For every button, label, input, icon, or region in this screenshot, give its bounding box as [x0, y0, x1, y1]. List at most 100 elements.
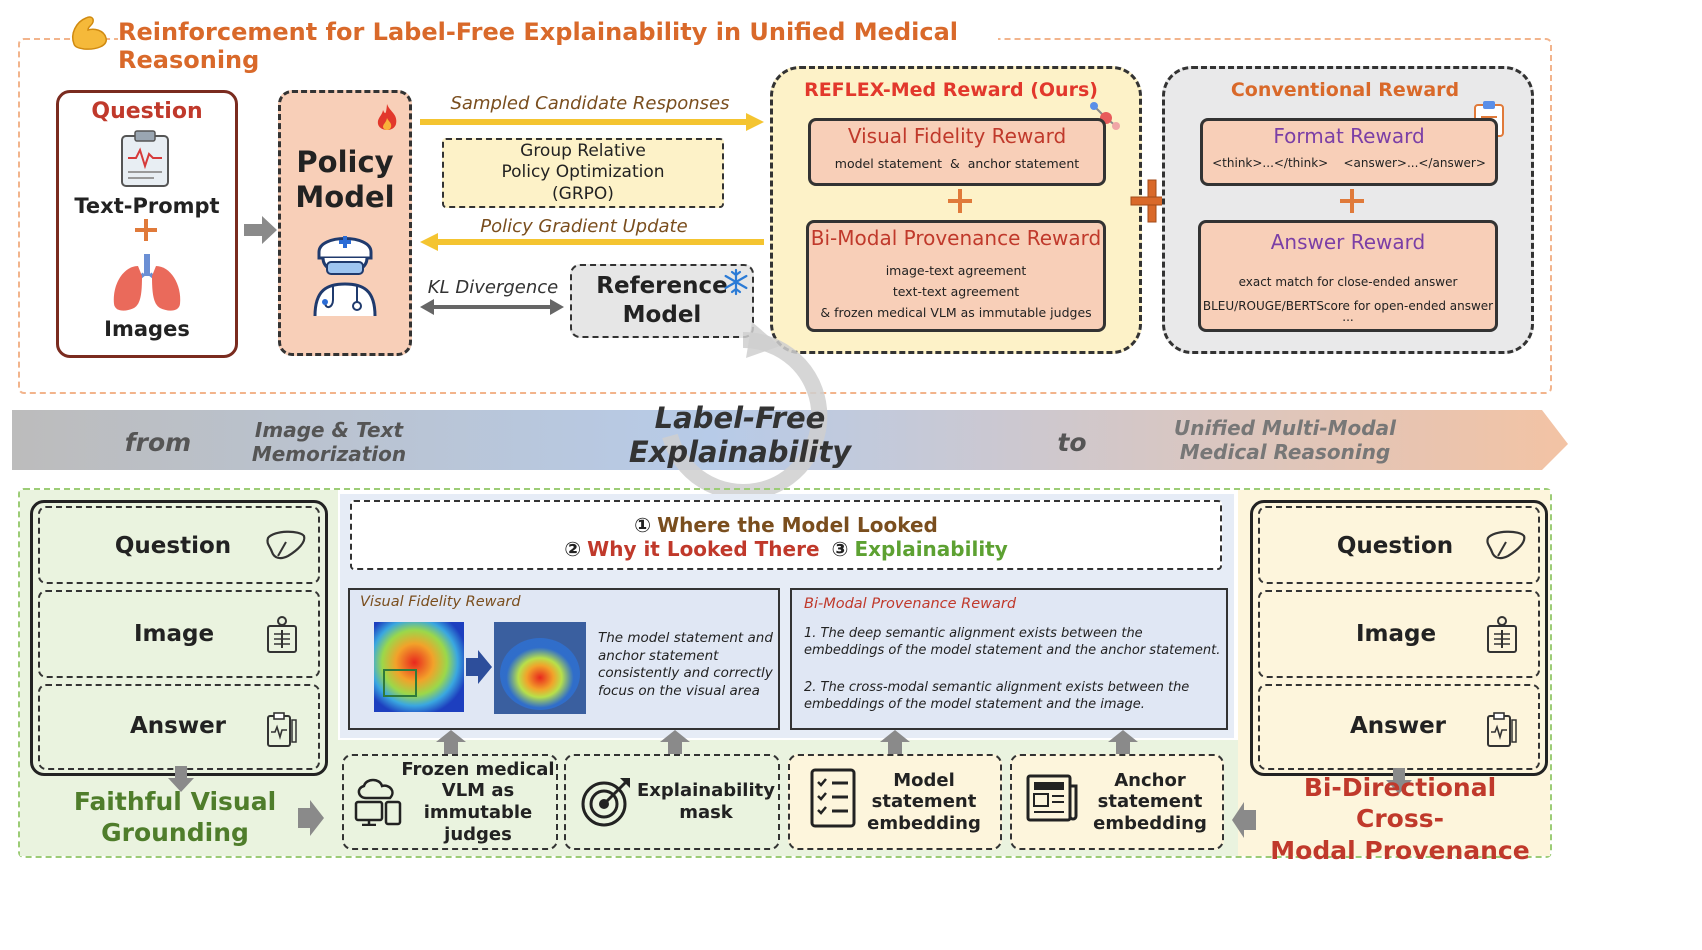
right-image-cell [1258, 590, 1540, 678]
visual-fidelity-panel-text: The model statement and anchor statement… [598, 630, 773, 699]
progress-band [12, 400, 1568, 474]
plus-icon [134, 218, 158, 242]
model-embedding-label: Model statement embedding [867, 769, 981, 834]
bimodal-provenance-reward-title: Bi-Modal Provenance Reward [810, 226, 1102, 250]
step-where-looked: Where the Model Looked [657, 513, 938, 537]
grpo-box [442, 138, 724, 208]
bimodal-provenance-panel-title: Bi-Modal Provenance Reward [804, 596, 1017, 612]
xray-icon [264, 616, 300, 656]
bottom-section-frame [18, 488, 1552, 858]
right-answer-label: Answer [1349, 713, 1447, 739]
anchor-embedding-box [1010, 754, 1224, 850]
visual-fidelity-reward-title: Visual Fidelity Reward [847, 124, 1067, 148]
where-line-1: ① Where the Model Looked [350, 512, 1222, 538]
xray-icon [1484, 616, 1520, 656]
arrow-right-left [298, 800, 324, 836]
liver-icon [1484, 528, 1528, 564]
answer-reward-line: BLEU/ROUGE/BERTScore for open-ended answ… [1202, 299, 1494, 313]
arrow-input-to-policy [244, 214, 278, 246]
snowflake-icon [722, 268, 750, 296]
right-image-label: Image [1355, 621, 1437, 647]
arrow-gradient-update [420, 232, 764, 252]
band-to-label: to [1057, 427, 1087, 457]
vlm-judge-label: Frozen medical VLM as immutable judges [401, 758, 555, 845]
bimodal-line: text-text agreement [892, 283, 1020, 299]
band-left-label: Image & Text Memorization [251, 418, 407, 466]
sampled-responses-label: Sampled Candidate Responses [450, 92, 730, 114]
step-explainability: Explainability [854, 537, 1008, 561]
lungs-icon [108, 252, 186, 316]
clipboard-ecg-icon [118, 128, 172, 188]
visual-fidelity-reward-box [808, 118, 1106, 186]
right-bg [1238, 490, 1550, 856]
bi-directional-provenance-label: Bi-Directional Cross- Modal Provenance [1270, 773, 1530, 865]
bimodal-line: image-text agreement [885, 262, 1027, 278]
clipboard-ecg-icon [266, 712, 298, 748]
band-center-label: Label-Free Explainability [628, 401, 852, 469]
fire-icon [374, 102, 400, 134]
conventional-title: Conventional Reward [1230, 79, 1460, 101]
gradient-update-label: Policy Gradient Update [480, 215, 688, 237]
step-number: ① [634, 513, 652, 537]
grpo-label: Group Relative Policy Optimization (GRPO… [501, 141, 665, 204]
step-number: ③ [831, 537, 849, 561]
answer-reward-box [1198, 220, 1498, 332]
bimodal-provenance-panel [790, 588, 1228, 730]
liver-icon [264, 528, 308, 564]
right-question-cell [1258, 506, 1540, 584]
kl-divergence-label: KL Divergence [427, 276, 559, 298]
left-question-cell [38, 506, 320, 584]
page-title: Reinforcement for Label-Free Explainabil… [118, 18, 998, 74]
answer-reward-line: exact match for close-ended answer [1238, 275, 1458, 289]
policy-model-label: Policy Model [295, 145, 395, 214]
step-why-looked: Why it Looked There [587, 537, 820, 561]
bimodal-provenance-p1: 1. The deep semantic alignment exists be… [804, 626, 1221, 658]
left-image-label: Image [133, 621, 215, 647]
heatmap-image-before [374, 622, 464, 712]
faithful-visual-grounding-label: Faithful Visual Grounding [73, 786, 277, 847]
arrow-down-right [1386, 768, 1412, 794]
left-image-cell [38, 590, 320, 678]
reference-model-label: Reference Model [596, 273, 728, 328]
left-answer-label: Answer [129, 713, 227, 739]
cloud-computer-icon [352, 776, 404, 827]
cycle-arrow-icon [640, 318, 846, 516]
arrow-kl-divergence [420, 298, 564, 316]
band-right-label: Unified Multi-Modal Medical Reasoning [1174, 416, 1396, 464]
arrow-up-model-emb [880, 730, 910, 754]
anchor-embedding-label: Anchor statement embedding [1093, 769, 1207, 834]
left-bg [20, 490, 338, 856]
clipboard-ecg-icon [1486, 712, 1518, 748]
doctor-icon [305, 228, 385, 320]
question-label: Question [91, 98, 203, 124]
right-question-label: Question [1336, 533, 1454, 559]
band-from-label: from [124, 427, 192, 457]
arrow-up-vlm [436, 730, 466, 754]
bimodal-line: & frozen medical VLM as immutable judges [820, 304, 1092, 320]
format-reward-title: Format Reward [1273, 124, 1425, 148]
plus-icon [947, 188, 973, 214]
newspaper-icon [1026, 772, 1078, 824]
bimodal-provenance-reward-box [806, 220, 1106, 332]
format-reward-desc: <think>...</think> <answer>...</answer> [1212, 156, 1486, 170]
visual-fidelity-reward-desc: model statement & anchor statement [834, 155, 1080, 171]
muscle-icon [66, 8, 112, 54]
checklist-icon [810, 768, 856, 828]
text-prompt-label: Text-Prompt [74, 194, 220, 218]
heatmap-image-after [494, 622, 586, 714]
arrow-heatmap [466, 650, 492, 684]
reflex-title: REFLEX-Med Reward (Ours) [804, 79, 1098, 101]
reference-model-box [570, 264, 754, 338]
arrow-up-anchor-emb [1108, 730, 1138, 754]
explainability-mask-label: Explainability mask [637, 780, 775, 823]
left-question-label: Question [114, 533, 232, 559]
step-number: ② [564, 537, 582, 561]
bimodal-provenance-p2: 2. The cross-modal semantic alignment ex… [804, 680, 1190, 712]
target-icon [580, 776, 632, 828]
arrow-up-mask [660, 730, 690, 754]
visual-fidelity-panel-title: Visual Fidelity Reward [360, 594, 521, 610]
plus-icon [1339, 188, 1365, 214]
arrow-sampled-responses [420, 112, 764, 132]
arrow-down-left [168, 766, 194, 792]
where-box [350, 500, 1222, 570]
